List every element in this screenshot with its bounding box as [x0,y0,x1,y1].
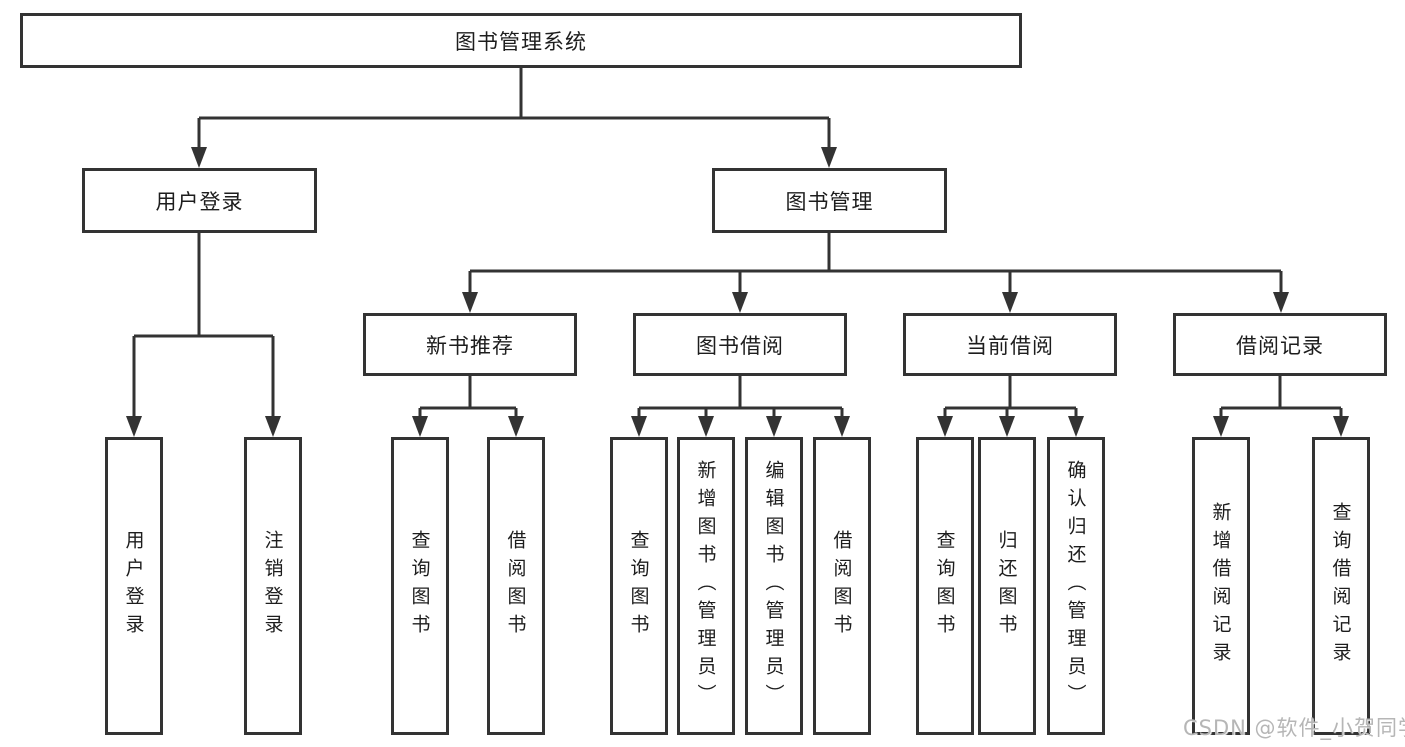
node-logout-action: 注销登录 [244,437,302,735]
csdn-watermark: CSDN @软件_小贺同学 [1183,716,1405,740]
node-user-login-action: 用户登录 [105,437,163,735]
node-borrow-records: 借阅记录 [1173,313,1387,376]
connector-paths [132,68,1343,420]
arrowhead [766,416,782,437]
arrowhead [1273,292,1289,313]
arrowhead [265,416,281,437]
arrowhead [1333,416,1349,437]
connector-root-to-level2 [197,68,831,150]
node-query-book: 查询图书 [391,437,449,735]
arrowhead [1213,416,1229,437]
node-query-book: 查询图书 [610,437,668,735]
connector-newbook-to-children [418,376,518,420]
arrowhead [1002,292,1018,313]
arrowhead [821,147,837,168]
arrowhead [631,416,647,437]
connector-userlogin-to-children [132,233,275,418]
node-book-borrow: 图书借阅 [633,313,847,376]
arrowhead [412,416,428,437]
node-root-system: 图书管理系统 [20,13,1022,68]
node-borrow-book: 借阅图书 [487,437,545,735]
arrowhead [834,416,850,437]
arrowhead [462,292,478,313]
connector-currentborrow-to-children [943,376,1078,420]
node-query-borrow-record: 查询借阅记录 [1312,437,1370,735]
node-borrow-book: 借阅图书 [813,437,871,735]
node-new-book-recommend: 新书推荐 [363,313,577,376]
node-current-borrow: 当前借阅 [903,313,1117,376]
arrowhead [1068,416,1084,437]
node-edit-book-admin: 编辑图书（管理员） [745,437,803,735]
node-add-book-admin: 新增图书（管理员） [677,437,735,735]
node-book-management: 图书管理 [712,168,947,233]
connector-bookmgmt-to-level3 [468,233,1283,294]
arrowheads [126,147,1349,437]
node-add-borrow-record: 新增借阅记录 [1192,437,1250,735]
connector-records-to-children [1219,376,1343,420]
arrowhead [999,416,1015,437]
node-user-login: 用户登录 [82,168,317,233]
node-confirm-return-admin: 确认归还（管理员） [1047,437,1105,735]
arrowhead [937,416,953,437]
connector-bookborrow-to-children [637,376,844,420]
arrowhead [698,416,714,437]
arrowhead [732,292,748,313]
node-return-book: 归还图书 [978,437,1036,735]
arrowhead [508,416,524,437]
arrowhead [191,147,207,168]
arrowhead [126,416,142,437]
node-query-book: 查询图书 [916,437,974,735]
